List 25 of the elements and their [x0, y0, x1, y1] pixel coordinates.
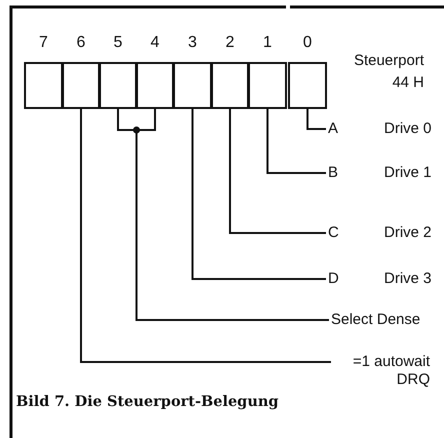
bit-number: 2 [224, 33, 236, 53]
bit-description: =1 autowait DRQ [352, 353, 430, 389]
bit-description: Select Dense [331, 311, 422, 329]
leader-line [306, 109, 326, 130]
leader-line [80, 109, 331, 363]
bit-letter: A [328, 120, 338, 137]
bit-number: 7 [38, 33, 49, 53]
leader-line [229, 109, 326, 234]
bit-number: 5 [112, 33, 124, 53]
figure-caption: Bild 7. Die Steuerport-Belegung [16, 393, 279, 410]
bit-number: 0 [302, 33, 313, 53]
port-label: Steuerport 44 H [352, 51, 424, 93]
bit-letter: B [328, 164, 338, 181]
bit-number: 3 [187, 33, 198, 53]
bit-number: 4 [150, 33, 160, 53]
leader-line [266, 109, 326, 174]
bit-number: 1 [262, 33, 273, 53]
drive-description: Drive 1 [384, 164, 432, 182]
bit-letter: C [328, 224, 339, 241]
drive-description: Drive 0 [384, 120, 432, 138]
bit-number: 6 [76, 33, 86, 53]
bit-letter: D [328, 270, 339, 287]
drive-description: Drive 3 [384, 270, 432, 288]
leader-line [192, 109, 326, 280]
drive-description: Drive 2 [384, 224, 432, 242]
